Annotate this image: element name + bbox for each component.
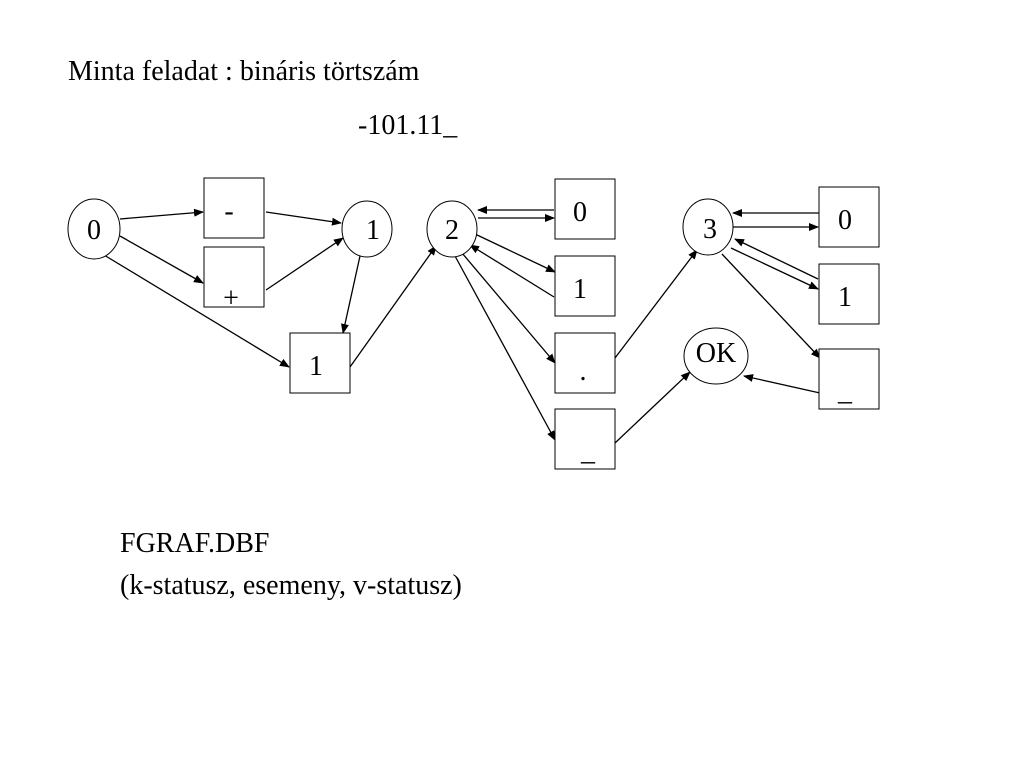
event-one-c-label: 1 bbox=[838, 282, 852, 313]
event-dot: . bbox=[554, 332, 616, 394]
state-3-label: 3 bbox=[703, 214, 717, 245]
edge-plus-s1 bbox=[265, 237, 344, 291]
state-1: 1 bbox=[341, 200, 393, 258]
edge-minus-s1 bbox=[265, 211, 342, 226]
edge-s3-one bbox=[730, 247, 819, 290]
event-end-b: _ bbox=[554, 408, 616, 470]
edge-one-s3 bbox=[734, 238, 819, 280]
event-minus: - bbox=[203, 177, 265, 239]
state-2: 2 bbox=[426, 200, 478, 258]
edge-s0-plus bbox=[119, 235, 204, 284]
edge-s3-end bbox=[721, 253, 821, 359]
event-end-c-label: _ bbox=[837, 376, 853, 407]
event-end-b-label: _ bbox=[580, 436, 596, 467]
example-input: -101.11_ bbox=[358, 110, 458, 141]
event-zero-c: 0 bbox=[818, 186, 880, 248]
state-ok: OK bbox=[683, 327, 749, 385]
state-0-label: 0 bbox=[87, 215, 101, 246]
event-one-b-label: 1 bbox=[573, 274, 587, 305]
event-zero-c-label: 0 bbox=[838, 205, 852, 236]
edge-s2-end bbox=[454, 255, 556, 441]
edge-s0-minus bbox=[119, 208, 204, 220]
event-one-a: 1 bbox=[289, 332, 351, 394]
event-zero-b-label: 0 bbox=[573, 197, 587, 228]
state-0: 0 bbox=[67, 198, 121, 260]
state-2-label: 2 bbox=[445, 215, 459, 246]
state-1-label: 1 bbox=[366, 215, 380, 246]
edge-end-ok bbox=[614, 371, 691, 444]
state-ok-label: OK bbox=[696, 338, 736, 369]
file-name: FGRAF.DBF bbox=[120, 528, 270, 559]
state-3: 3 bbox=[682, 198, 734, 256]
event-one-b: 1 bbox=[554, 255, 616, 317]
event-plus: + bbox=[203, 246, 265, 314]
event-plus-label: + bbox=[223, 283, 239, 314]
event-minus-label: - bbox=[224, 196, 233, 227]
slide-title: Minta feladat : bináris törtszám bbox=[68, 56, 420, 87]
record-schema: (k-statusz, esemeny, v-statusz) bbox=[120, 570, 462, 601]
event-one-c: 1 bbox=[818, 263, 880, 325]
event-end-c: _ bbox=[818, 348, 880, 410]
event-one-a-label: 1 bbox=[309, 351, 323, 382]
edge-one-s2-back bbox=[469, 244, 555, 298]
event-zero-b: 0 bbox=[554, 178, 616, 240]
edge-one-s2 bbox=[349, 245, 437, 368]
edge-s2-one bbox=[474, 233, 556, 273]
event-dot-label: . bbox=[580, 356, 587, 387]
edge-end-ok-right bbox=[743, 374, 821, 394]
edge-s0-one bbox=[103, 254, 290, 368]
edge-s2-dot bbox=[461, 252, 556, 364]
edge-s1-one bbox=[341, 255, 361, 334]
edge-dot-s3 bbox=[614, 249, 698, 359]
edges bbox=[103, 206, 821, 444]
